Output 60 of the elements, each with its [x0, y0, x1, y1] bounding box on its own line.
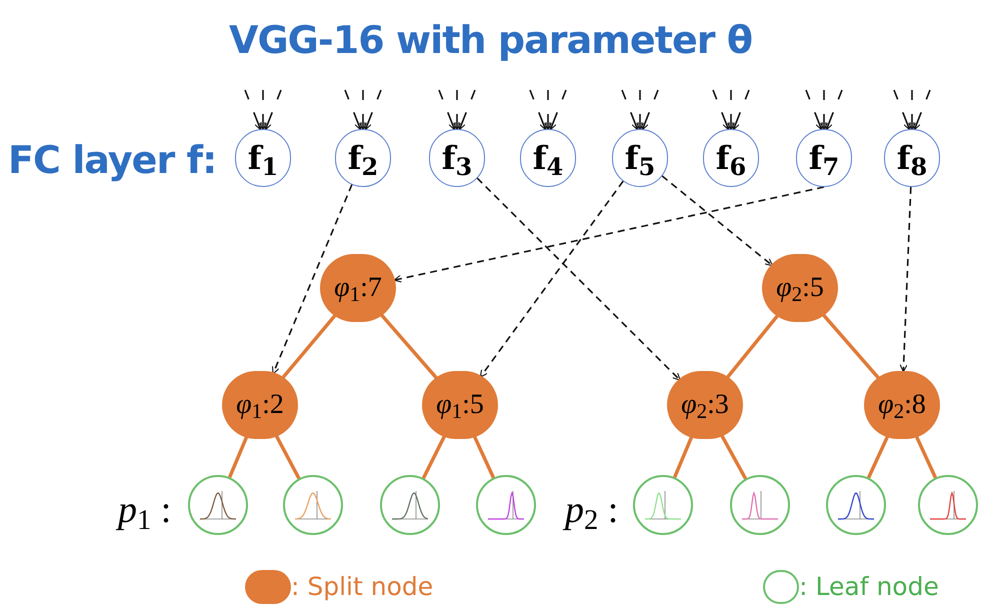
input-arrow — [893, 90, 911, 130]
tree-branch — [866, 436, 890, 478]
input-arrow — [264, 90, 282, 130]
input-arrow — [641, 90, 659, 130]
dashed-arrow — [476, 178, 681, 381]
node-label: f$_{2}$ — [348, 142, 378, 174]
input-arrow — [805, 90, 823, 130]
dashed-arrow — [394, 186, 824, 283]
node-label: φ$_{1}$:5 — [436, 391, 484, 419]
tree-branch — [472, 436, 496, 478]
node-label: f$_{7}$ — [808, 142, 840, 174]
leaf-set-label: p$_{1}$ : — [118, 482, 172, 539]
node-label: f$_{8}$ — [896, 142, 928, 174]
input-arrow — [732, 90, 750, 130]
input-arrow — [344, 90, 362, 130]
legend-label: : Split node — [291, 571, 434, 603]
input-arrow — [621, 90, 639, 130]
leaf-set-label: p$_{2}$ : — [565, 482, 618, 539]
tree-branch — [726, 314, 780, 379]
input-arrow — [549, 90, 567, 130]
input-arrow — [458, 90, 476, 130]
node-label: φ$_{1}$:7 — [334, 274, 382, 302]
legend-label: : Leaf node — [799, 571, 939, 603]
title: VGG-16 with parameter θ — [228, 17, 753, 64]
node-label: φ$_{2}$:3 — [681, 391, 729, 419]
node-label: f$_{5}$ — [624, 142, 656, 174]
node-label: f$_{1}$ — [248, 142, 278, 174]
node-label: f$_{3}$ — [442, 142, 472, 174]
input-arrow — [712, 90, 730, 130]
input-arrow — [364, 90, 382, 130]
tree-branch — [720, 434, 748, 480]
dashed-arrow — [900, 186, 912, 372]
node-label: φ$_{2}$:5 — [776, 274, 824, 302]
input-arrow — [908, 90, 916, 130]
input-arrow — [358, 90, 368, 130]
input-arrow — [244, 90, 262, 130]
input-arrow — [438, 90, 456, 130]
tree-branch — [822, 314, 880, 380]
tree-branch — [422, 435, 446, 479]
node-label: f$_{4}$ — [532, 142, 564, 174]
node-label: φ$_{1}$:2 — [236, 391, 284, 419]
node-label: φ$_{2}$:8 — [878, 391, 926, 419]
input-arrow — [726, 90, 736, 130]
layer-label: FC layer f: — [8, 137, 216, 184]
input-arrow — [544, 90, 552, 130]
input-arrow — [636, 90, 644, 130]
input-arrow — [820, 90, 828, 130]
tree-branch — [274, 434, 300, 480]
tree-branch — [380, 314, 438, 380]
input-arrow — [452, 90, 462, 130]
input-arrow — [258, 90, 268, 130]
dashed-arrow — [272, 184, 353, 374]
input-arrow — [529, 90, 547, 130]
tree-branch — [281, 314, 337, 379]
dashed-arrow — [662, 175, 773, 266]
input-arrow — [825, 90, 843, 130]
node-label: f$_{6}$ — [716, 142, 746, 174]
input-arrow — [913, 90, 931, 130]
dashed-arrow — [480, 180, 624, 378]
tree-branch — [914, 436, 938, 478]
